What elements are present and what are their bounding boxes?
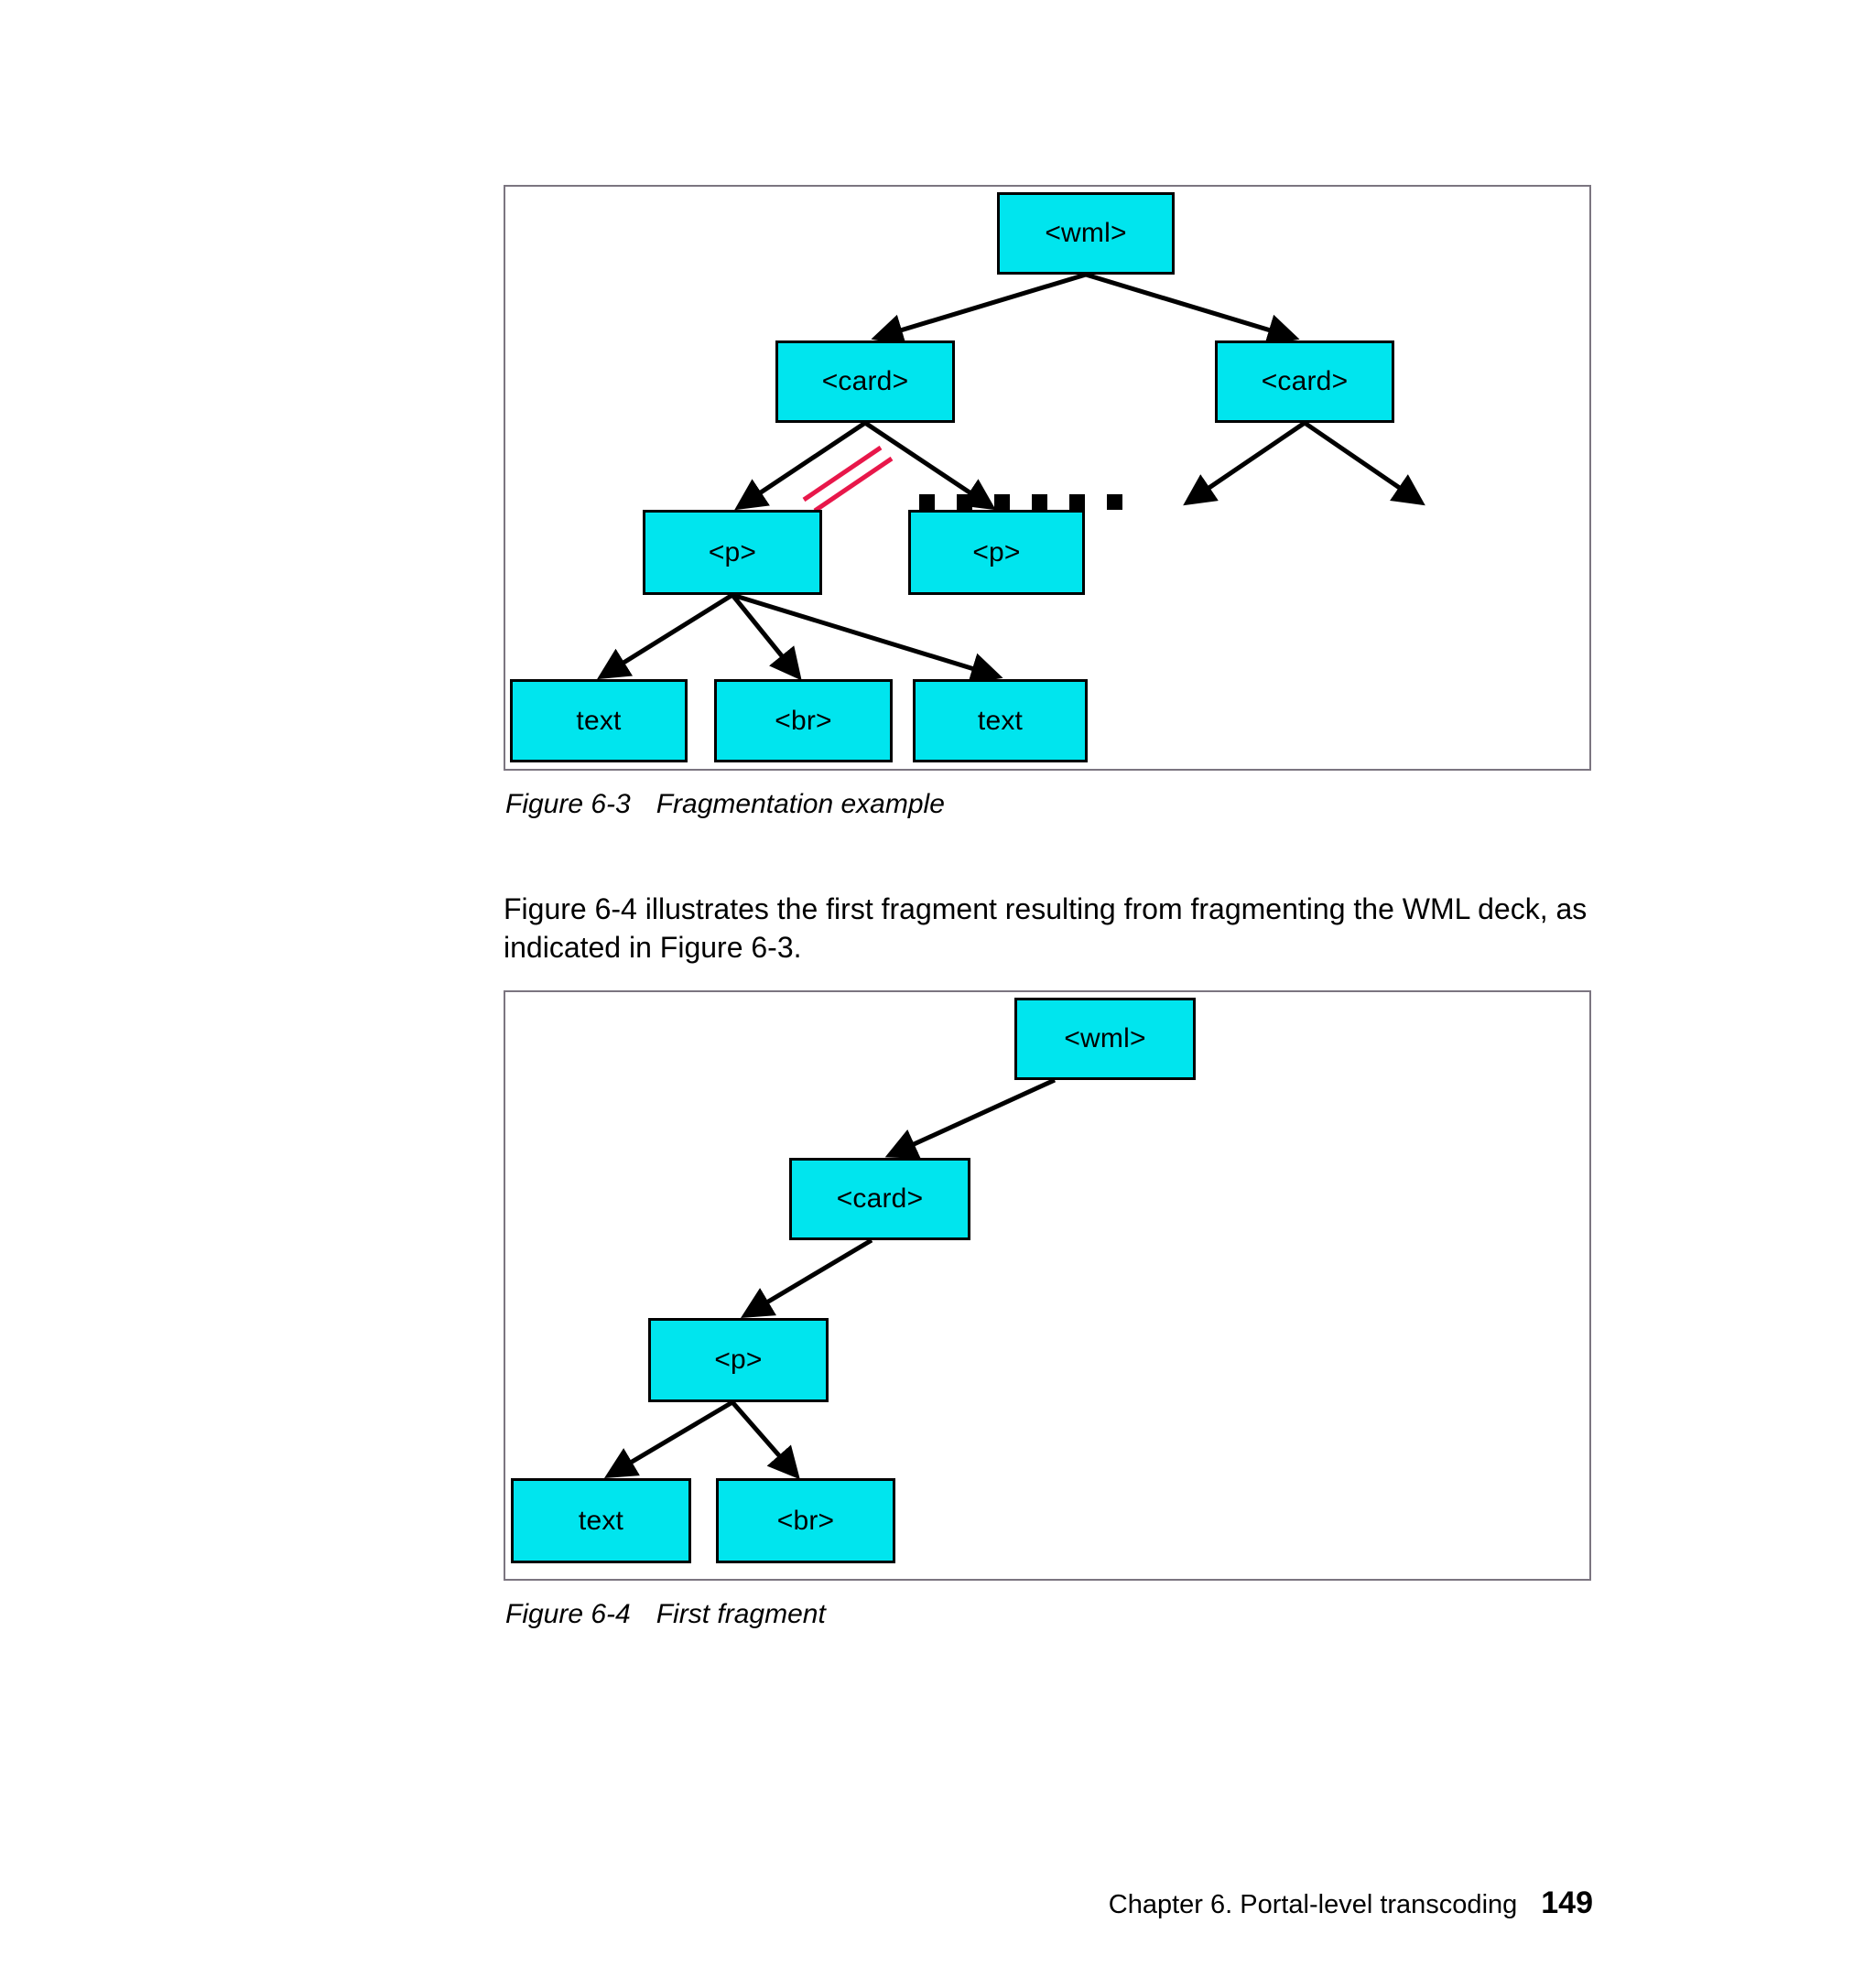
page-footer: Chapter 6. Portal-level transcoding 149 (0, 1885, 1593, 1921)
node-br: <br> (714, 679, 893, 762)
node-label: text (977, 705, 1024, 736)
footer-chapter-label: Chapter 6. Portal-level transcoding (1108, 1890, 1518, 1919)
node-text-left: text (510, 679, 688, 762)
figure-2-frame: <wml> <card> <p> text <br> (504, 990, 1591, 1581)
edge-card-to-p (740, 1237, 873, 1318)
node-p: <p> (648, 1318, 829, 1402)
edge-p-left-to-text-right (732, 592, 1003, 685)
edge-card-right-to-ellipsis-left (1183, 420, 1306, 506)
node-label: <p> (708, 536, 757, 567)
edge-p-to-br (731, 1400, 800, 1480)
node-card-right: <card> (1215, 340, 1394, 423)
node-label: <br> (775, 705, 832, 736)
edge-card-left-to-p-left (734, 420, 867, 511)
node-wml-root: <wml> (997, 192, 1175, 275)
node-label: <br> (776, 1505, 835, 1536)
figure-2-caption: Figure 6-4 First fragment (505, 1599, 826, 1630)
figure-1-tree-diagram (597, 272, 1425, 685)
edge-p-left-to-text-left (597, 592, 734, 680)
cut-mark-stroke (813, 456, 894, 513)
node-wml-root: <wml> (1014, 998, 1196, 1080)
figure-1-ellipsis (919, 494, 1122, 510)
edge-wml-to-card-right (1085, 272, 1300, 346)
edge-card-right-to-ellipsis-right (1303, 420, 1425, 506)
ellipsis-dot (1069, 494, 1085, 510)
node-br: <br> (716, 1478, 895, 1563)
page-number: 149 (1541, 1885, 1593, 1920)
node-label: <card> (836, 1183, 924, 1214)
figure-1-caption-number: Figure 6-3 (505, 789, 631, 819)
edge-card-left-to-p-right (863, 420, 996, 511)
node-p-right: <p> (908, 510, 1085, 595)
figure-1-edges (597, 272, 1425, 685)
node-label: text (576, 705, 622, 736)
cut-mark-stroke (802, 445, 883, 502)
figure-1-caption-title: Fragmentation example (656, 789, 945, 819)
figure-2-caption-title: First fragment (656, 1599, 826, 1629)
node-card: <card> (789, 1158, 970, 1240)
node-p-left: <p> (643, 510, 822, 595)
figure-1-caption: Figure 6-3 Fragmentation example (505, 789, 945, 820)
node-label: <card> (1261, 366, 1349, 396)
ellipsis-dot (957, 494, 972, 510)
edge-p-left-to-br (731, 593, 802, 681)
figure-2-edges (603, 1077, 1057, 1480)
ellipsis-dot (994, 494, 1010, 510)
body-paragraph: Figure 6-4 illustrates the first fragmen… (504, 892, 1588, 965)
cut-mark-double-slash-icon (802, 445, 894, 513)
node-card-left: <card> (775, 340, 955, 423)
node-label: text (578, 1505, 624, 1536)
node-label: <wml> (1064, 1023, 1146, 1053)
ellipsis-dot (1032, 494, 1047, 510)
node-label: <p> (714, 1345, 763, 1375)
figure-2-caption-number: Figure 6-4 (505, 1599, 631, 1629)
ellipsis-dot (1107, 494, 1122, 510)
figure-2-tree-diagram (603, 1077, 1057, 1480)
node-label: <wml> (1045, 218, 1127, 248)
ellipsis-dot (919, 494, 935, 510)
node-text: text (511, 1478, 691, 1563)
edge-p-to-text (603, 1399, 734, 1478)
figure-1-frame: <wml> <card> <card> <p> <p> text <br> te… (504, 185, 1591, 771)
edge-wml-to-card-left (871, 272, 1087, 346)
edge-wml-to-card (884, 1077, 1057, 1159)
node-label: <p> (972, 536, 1021, 567)
node-label: <card> (821, 366, 909, 396)
node-text-right: text (913, 679, 1088, 762)
